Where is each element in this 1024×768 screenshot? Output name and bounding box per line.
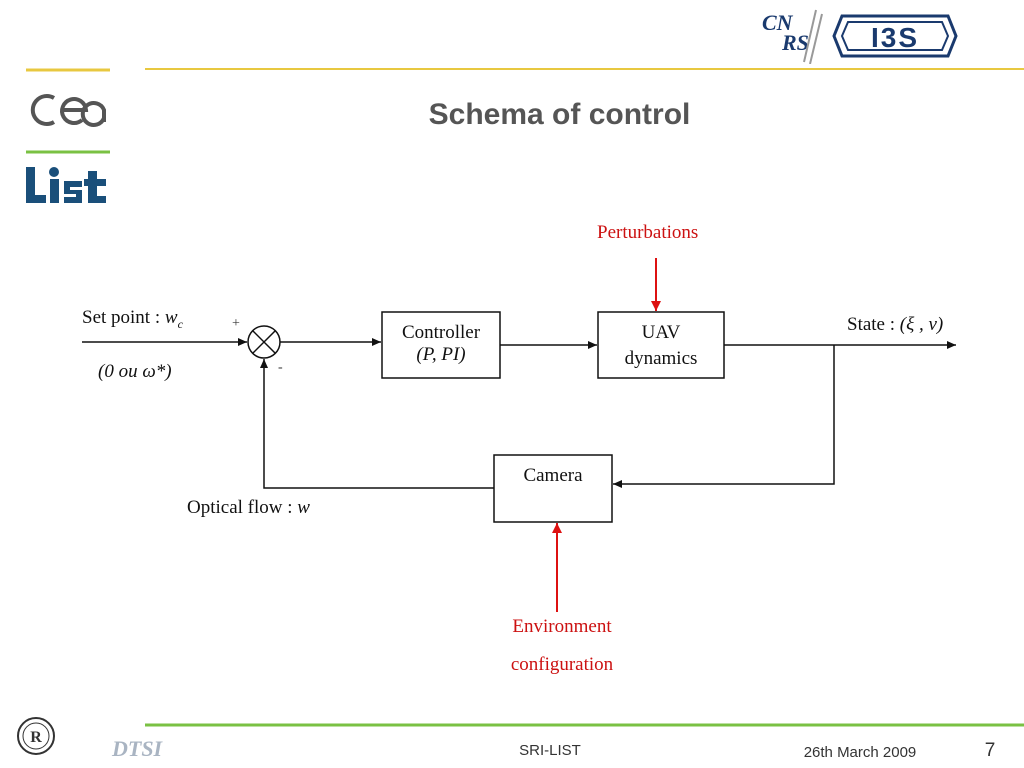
set-point-label: Set point : wc xyxy=(82,307,183,331)
i3s-logo: I3S xyxy=(832,14,958,58)
controller-label: Controller (P, PI) xyxy=(382,320,500,368)
summing-junction xyxy=(247,325,281,359)
environment-label-line1: Environment xyxy=(512,616,612,637)
camera-block xyxy=(493,454,613,523)
optical-flow-label: Optical flow : w xyxy=(187,497,310,518)
controller-type: (P, PI) xyxy=(416,344,466,365)
footer-center-text: SRI-LIST xyxy=(519,742,581,759)
state-label: State : (ξ , v) xyxy=(847,314,944,335)
state-to-camera-arrow xyxy=(613,345,835,488)
uav-label: UAV dynamics xyxy=(598,320,724,372)
list-logo xyxy=(26,167,106,203)
seal-logo: R xyxy=(17,717,55,755)
svg-text:RS: RS xyxy=(781,30,809,55)
optical-flow-feedback-arrow xyxy=(260,359,494,489)
footer-department: DTSI xyxy=(112,736,163,761)
minus-sign: - xyxy=(278,360,283,375)
plus-sign: + xyxy=(232,316,240,331)
perturbations-label: Perturbations xyxy=(597,222,699,243)
camera-label: Camera xyxy=(523,465,583,486)
footer-date: 26th March 2009 xyxy=(803,744,917,761)
uav-line2: dynamics xyxy=(624,348,698,369)
set-point-note: (0 ou ω*) xyxy=(98,361,172,382)
svg-text:R: R xyxy=(30,729,42,746)
svg-text:CN: CN xyxy=(762,10,794,35)
controller-name: Controller xyxy=(401,322,481,343)
slide-title: Schema of control xyxy=(428,98,691,131)
cea-logo xyxy=(30,94,106,127)
uav-line1: UAV xyxy=(641,322,681,343)
environment-label-line2: configuration xyxy=(510,654,614,675)
uav-dynamics-block xyxy=(597,311,725,379)
cnrs-logo: CN RS xyxy=(762,9,823,64)
page-number: 7 xyxy=(984,740,996,761)
svg-text:I3S: I3S xyxy=(871,22,919,53)
